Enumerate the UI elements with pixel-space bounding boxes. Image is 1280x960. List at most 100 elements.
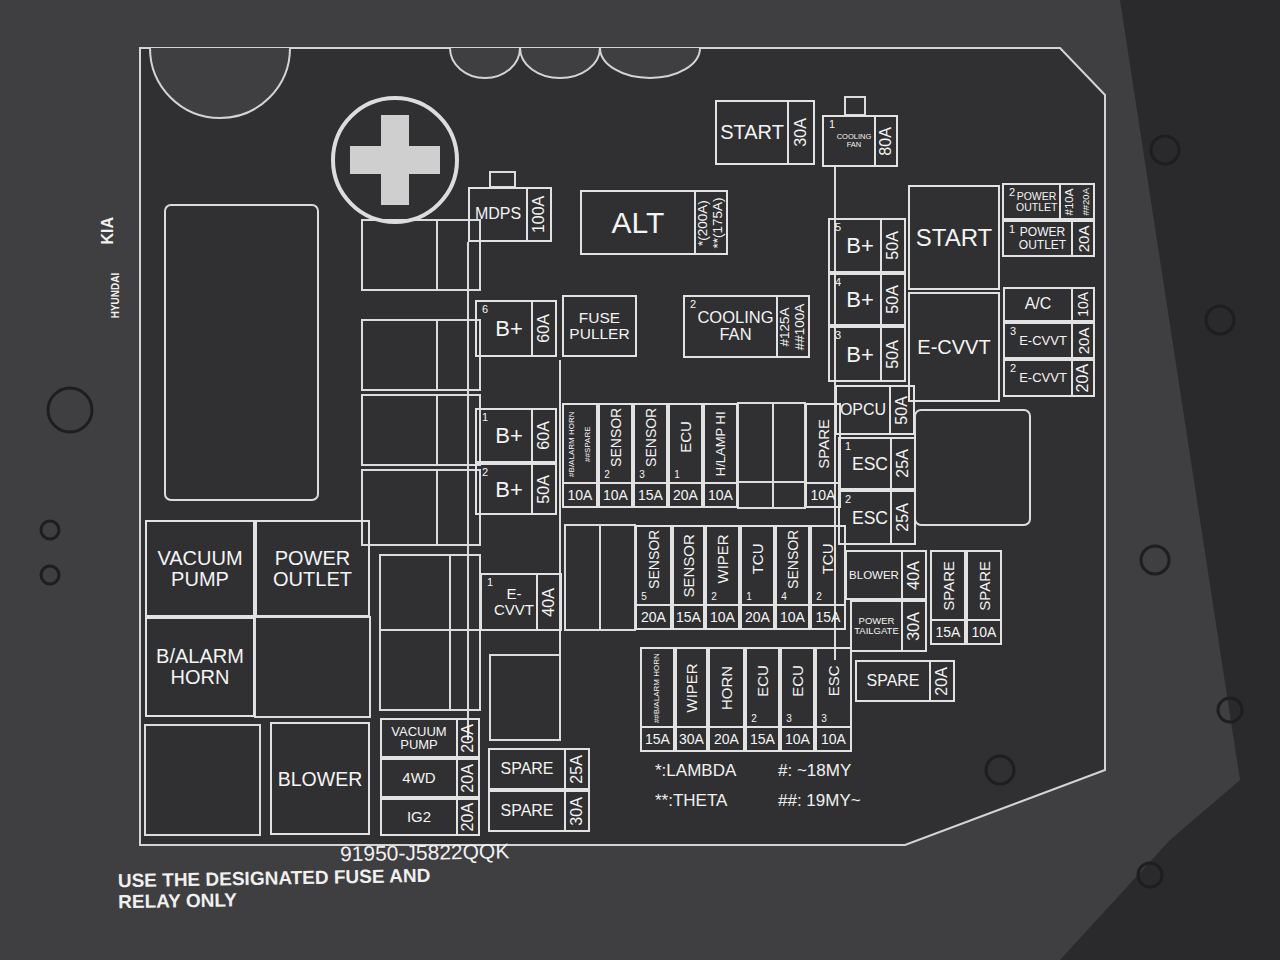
fuse-name: B+ bbox=[489, 478, 529, 501]
fuse-rating: #10A bbox=[1063, 188, 1075, 215]
cutout bbox=[150, 48, 290, 118]
cutout bbox=[520, 48, 600, 78]
fuse-name: TCU bbox=[820, 529, 836, 589]
fuse-name: ECU bbox=[790, 651, 806, 711]
fuse-name: SENSOR bbox=[681, 529, 697, 602]
fuse-box: 15ASENSOR bbox=[672, 525, 705, 630]
fuse-rating: 20A bbox=[934, 665, 951, 697]
relay-box: VACUUM PUMP bbox=[145, 520, 255, 617]
fuse-name: ESC bbox=[826, 651, 842, 711]
divider-line bbox=[880, 328, 882, 380]
fuse-number: 6 bbox=[478, 304, 492, 316]
divider-line bbox=[874, 117, 876, 165]
divider-line bbox=[817, 726, 850, 728]
relay-box: E-CVVT bbox=[908, 292, 1000, 402]
divider-line bbox=[642, 726, 673, 728]
fuse-box: SPARE25A bbox=[488, 748, 590, 790]
fuse-rating: 15A bbox=[813, 610, 843, 625]
fuse-name: SPARE bbox=[976, 554, 992, 617]
fuse-number: 3 bbox=[831, 330, 845, 342]
divider-line bbox=[531, 302, 533, 355]
divider-line bbox=[890, 492, 892, 543]
fuse-name: SPARE bbox=[492, 761, 562, 778]
fuse-rating: 10A bbox=[706, 488, 735, 503]
fuse-rating: 10A bbox=[778, 610, 807, 625]
fuse-name: 4WD bbox=[384, 770, 454, 786]
fuse-name: TCU bbox=[750, 529, 766, 589]
fuse-rating: 50A bbox=[885, 278, 902, 321]
fuse-name: ESC bbox=[852, 509, 888, 527]
lid-marking: USE THE DESIGNATED FUSE AND RELAY ONLY bbox=[118, 865, 499, 913]
fuse-name: COOLING FAN bbox=[836, 133, 872, 149]
note-text: *:LAMBDA bbox=[655, 762, 765, 781]
divider-line bbox=[889, 387, 891, 433]
fuse-number: 1 bbox=[483, 577, 497, 589]
fuse-box: 2E-CVVT20A bbox=[1003, 359, 1095, 397]
lid-marking: 91950-J5822QQK bbox=[340, 838, 600, 866]
fuse-box: 6B+60A bbox=[475, 300, 557, 357]
fuse-box: 10A H/LAMP HI bbox=[703, 403, 738, 508]
divider-line bbox=[782, 726, 813, 728]
plus-symbol bbox=[350, 115, 440, 205]
fuse-rating: *(200A) bbox=[696, 195, 710, 250]
fuse-rating: 10A bbox=[969, 625, 999, 640]
relay-box: FUSE PULLER bbox=[562, 295, 637, 357]
fuse-number: 2 bbox=[841, 494, 855, 506]
divider-line bbox=[670, 482, 701, 484]
fuse-rating: 20A bbox=[460, 723, 477, 753]
brand-logo: HYUNDAI bbox=[110, 256, 121, 336]
fuse-number: 1 bbox=[1005, 224, 1019, 236]
fuse-box: 10A SPARE bbox=[966, 550, 1002, 645]
divider-line bbox=[1059, 185, 1061, 218]
divider-line bbox=[1071, 361, 1073, 395]
fuse-box: 10ASPARE bbox=[805, 403, 841, 508]
plus-circle bbox=[333, 98, 457, 222]
divider-line bbox=[526, 189, 528, 240]
divider-line bbox=[531, 465, 533, 513]
fuse-box: IG220A bbox=[380, 798, 480, 836]
fuse-name: E- CVVT bbox=[494, 586, 534, 618]
fuse-rating: 20A bbox=[460, 763, 477, 793]
divider-line bbox=[635, 482, 666, 484]
relay-box: B/ALARM HORN bbox=[145, 617, 255, 717]
note-text: #: ~18MY bbox=[778, 762, 888, 781]
relay-name: BLOWER bbox=[277, 769, 363, 789]
fuse-rating: 15A bbox=[748, 732, 777, 747]
relay-name: E-CVVT bbox=[915, 337, 993, 358]
fuse-rating: #125A bbox=[778, 300, 792, 353]
fuse-name: OPCU bbox=[839, 402, 887, 419]
fuse-name: H/LAMP HI bbox=[714, 407, 728, 480]
screw-holes bbox=[41, 136, 1242, 887]
fuse-number: 3 bbox=[636, 470, 648, 481]
fuse-rating: 40A bbox=[906, 555, 923, 595]
fuse-rating: 30A bbox=[678, 732, 705, 747]
divider-line bbox=[705, 482, 736, 484]
divider-line bbox=[890, 439, 892, 488]
divider-line bbox=[677, 726, 706, 728]
cutout bbox=[450, 48, 520, 78]
fuse-number: 2 bbox=[748, 714, 760, 725]
fuse-box: SPARE20A bbox=[855, 660, 955, 702]
relay-box: POWER OUTLET bbox=[255, 520, 370, 617]
fuse-box: MDPS100A bbox=[468, 187, 552, 242]
divider-line bbox=[1071, 222, 1073, 255]
fuse-box: A/C10A bbox=[1003, 287, 1095, 322]
fuse-box: OPCU50A bbox=[835, 385, 915, 435]
fuse-box: 15A3SENSOR bbox=[633, 403, 668, 508]
divider-line bbox=[787, 102, 789, 163]
fuse-number: 1 bbox=[478, 412, 492, 424]
fuse-name: ESC bbox=[852, 455, 888, 473]
fuse-rating: 60A bbox=[536, 413, 553, 458]
divider-line bbox=[710, 726, 743, 728]
fuse-rating: 10A bbox=[783, 732, 812, 747]
fuse-box: 4B+50A bbox=[828, 273, 906, 326]
divider-line bbox=[600, 482, 631, 484]
fuse-name: SENSOR bbox=[785, 529, 800, 589]
relay-box: BLOWER bbox=[270, 722, 370, 835]
fuse-box: 10A3ESC bbox=[815, 647, 852, 752]
divider-line bbox=[880, 220, 882, 271]
fuse-box: START30A bbox=[715, 100, 815, 165]
fuse-box: 2ESC25A bbox=[838, 490, 916, 545]
fuse-box: 1ESC25A bbox=[838, 437, 916, 490]
